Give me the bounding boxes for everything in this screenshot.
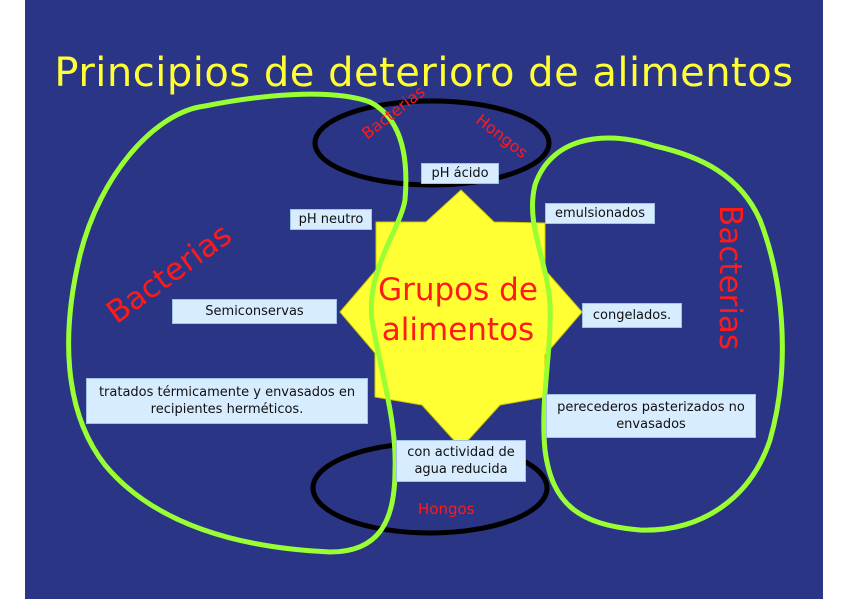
- box-tratados: tratados térmicamente y envasados en rec…: [86, 378, 368, 424]
- box-semiconservas: Semiconservas: [172, 299, 337, 324]
- center-label: Grupos de alimentos: [378, 272, 538, 348]
- bacterias-left-outline: [66, 91, 409, 555]
- bacterias-right-outline: [530, 135, 785, 533]
- box-actividad: con actividad de agua reducida: [396, 440, 526, 482]
- box-perecederos: perecederos pasterizados no envasados: [546, 394, 756, 438]
- bacterias-right-label: Bacterias: [712, 205, 748, 351]
- box-congelados: congelados.: [582, 303, 682, 328]
- box-emulsionados: emulsionados: [545, 203, 655, 224]
- hongos-bottom-label: Hongos: [418, 500, 475, 518]
- slide-title: Principios de deterioro de alimentos: [54, 50, 794, 96]
- box-ph-acido: pH ácido: [421, 163, 499, 184]
- hongos-top-ellipse: [312, 98, 552, 188]
- box-ph-neutro: pH neutro: [290, 209, 372, 230]
